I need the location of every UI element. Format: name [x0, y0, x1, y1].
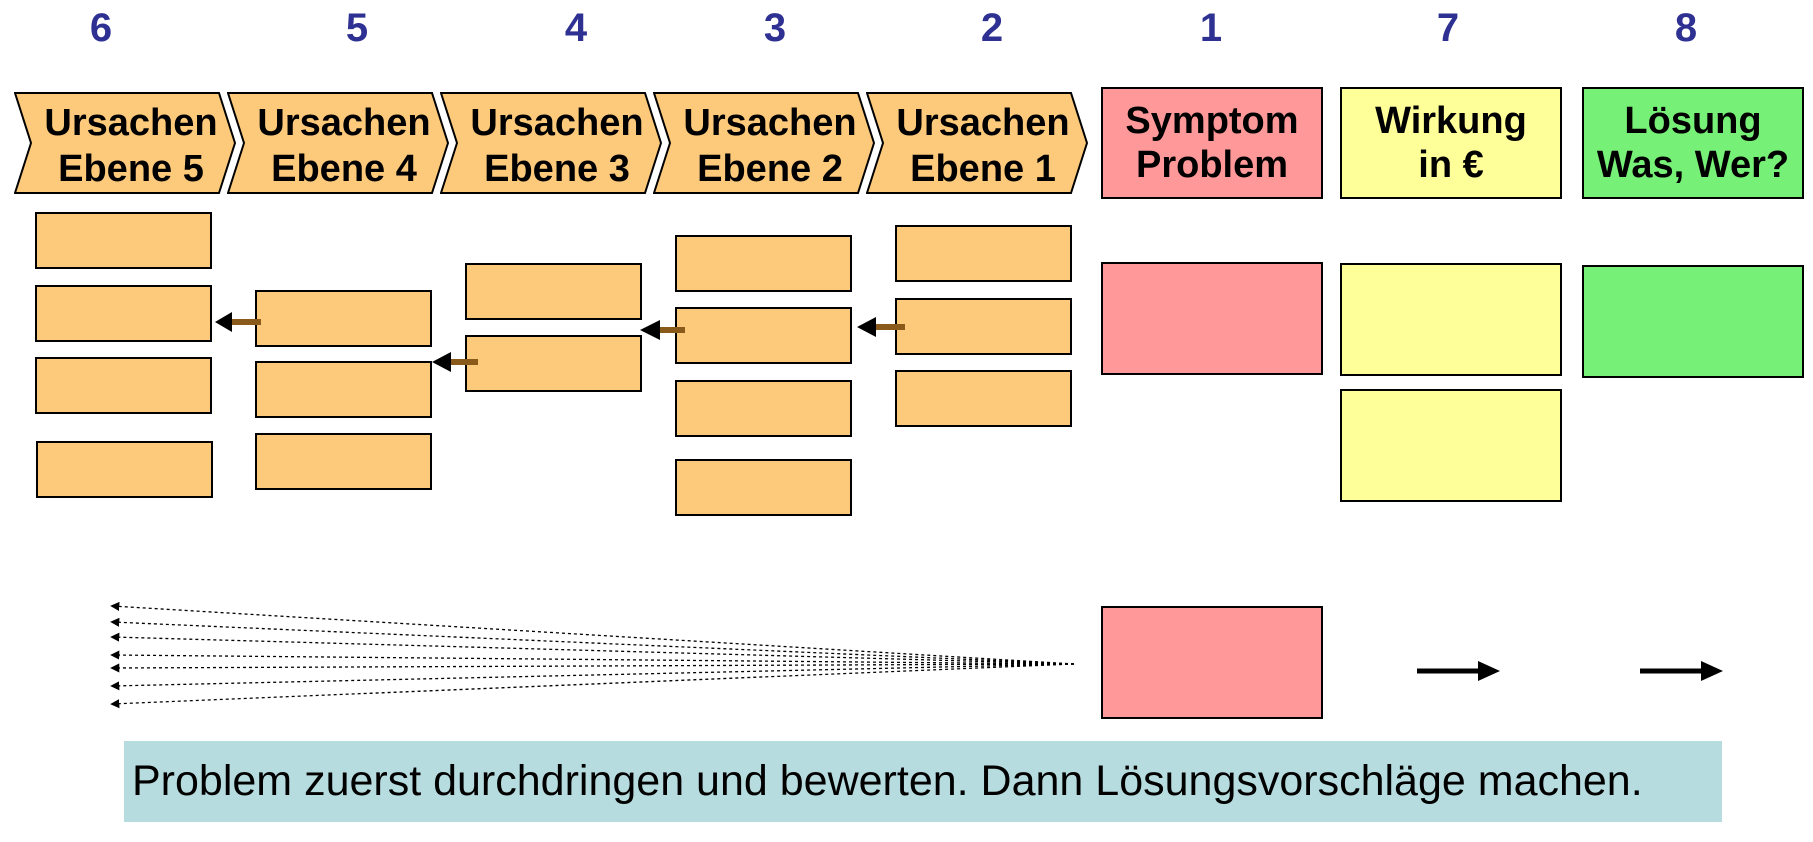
cause-card-level5-3 — [35, 357, 212, 414]
chevron-shape — [227, 92, 449, 194]
cause-card-level5-4 — [36, 441, 213, 498]
step-number-5: 5 — [345, 6, 369, 50]
cause-card-level5-2 — [35, 285, 212, 342]
cause-card-level5-1 — [35, 212, 212, 269]
cause-card-level3-2 — [465, 335, 642, 392]
dashed-fan-lines — [110, 601, 1075, 709]
arrow-level1-to-level2 — [857, 317, 905, 337]
arrow-to-solution — [1640, 661, 1723, 681]
symptom-card-1 — [1101, 262, 1323, 375]
chevron-shape — [440, 92, 662, 194]
arrow-level4-to-level5 — [215, 312, 261, 332]
chevron-shape — [14, 92, 236, 194]
chevron-shape — [653, 92, 875, 194]
cause-card-level1-3 — [895, 370, 1072, 427]
cause-card-level4-3 — [255, 433, 432, 490]
cause-card-level3-1 — [465, 263, 642, 320]
effect-card-1 — [1340, 263, 1562, 376]
cause-card-level2-4 — [675, 459, 852, 516]
cause-card-level4-1 — [255, 290, 432, 347]
step-number-2: 2 — [980, 6, 1004, 50]
solution-card-1 — [1582, 265, 1804, 378]
step-number-3: 3 — [763, 6, 787, 50]
cause-card-level2-3 — [675, 380, 852, 437]
step-number-8: 8 — [1674, 6, 1698, 50]
arrow-level3-to-level4 — [432, 352, 478, 372]
step-number-7: 7 — [1436, 6, 1460, 50]
cause-card-level4-2 — [255, 361, 432, 418]
step-number-4: 4 — [564, 6, 588, 50]
cause-card-level2-2 — [675, 307, 852, 364]
symptom-card-2 — [1101, 606, 1323, 719]
cause-card-level1-1 — [895, 225, 1072, 282]
arrow-level2-to-level3 — [640, 320, 685, 340]
step-number-6: 6 — [89, 6, 113, 50]
arrow-to-effect — [1417, 661, 1500, 681]
step-number-1: 1 — [1199, 6, 1223, 50]
chevron-shape — [866, 92, 1088, 194]
summary-banner: Problem zuerst durchdringen und bewerten… — [124, 741, 1722, 822]
effect-card-2 — [1340, 389, 1562, 502]
cause-card-level2-1 — [675, 235, 852, 292]
